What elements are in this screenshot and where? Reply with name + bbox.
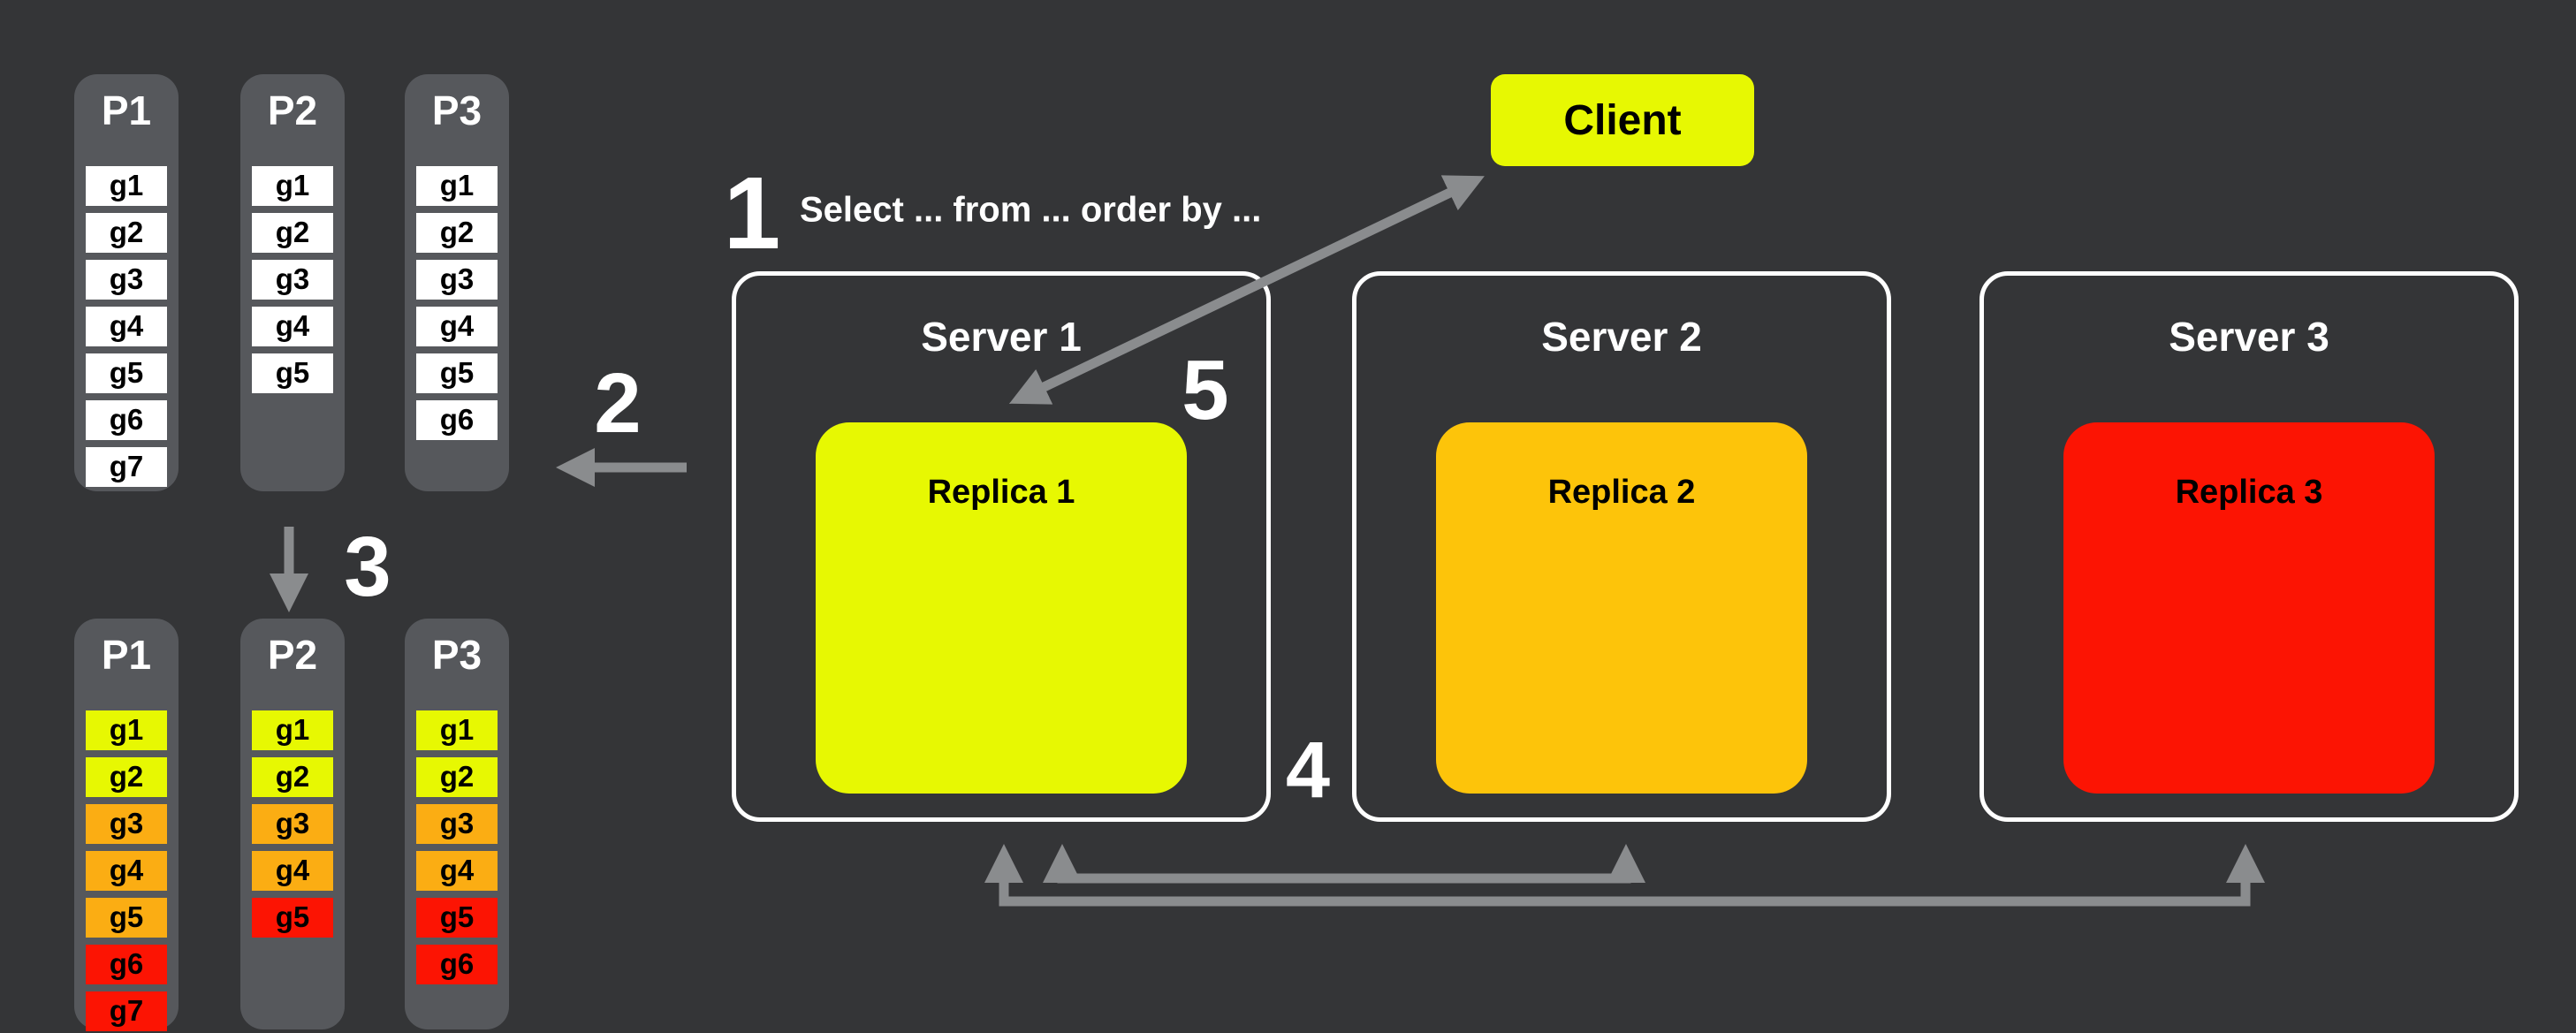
partition-item: g5 [252,353,333,393]
partition-item: g3 [86,259,167,300]
partition-item: g4 [416,306,498,346]
partition-items: g1 g2 g3 g4 g5 g6 [405,165,509,440]
server-box-1: Server 1 Replica 1 [732,271,1271,822]
partition-title: P1 [101,87,152,133]
partition-column-before-p3: P3 g1 g2 g3 g4 g5 g6 [405,74,509,491]
partition-item: g4 [252,306,333,346]
server-box-2: Server 2 Replica 2 [1352,271,1891,822]
partition-item: g2 [252,756,333,797]
replica-label: Replica 2 [1547,474,1696,511]
partition-item: g3 [252,259,333,300]
partition-title: P3 [431,87,483,133]
step-number-3: 3 [344,520,391,614]
partition-item: g2 [416,756,498,797]
partition-item: g6 [416,944,498,984]
partition-item: g5 [86,897,167,938]
partition-items: g1 g2 g3 g4 g5 g6 g7 [74,710,179,1031]
partition-item: g3 [252,803,333,844]
partition-items: g1 g2 g3 g4 g5 g6 [405,710,509,984]
partition-column-after-p2: P2 g1 g2 g3 g4 g5 [240,619,345,1029]
partition-column-after-p3: P3 g1 g2 g3 g4 g5 g6 [405,619,509,1029]
client-label: Client [1563,96,1682,144]
partition-item: g2 [252,212,333,253]
partition-item: g2 [416,212,498,253]
partition-item: g6 [86,944,167,984]
step-number-2: 2 [594,356,642,451]
partition-item: g3 [86,803,167,844]
partition-item: g5 [86,353,167,393]
partition-item: g4 [86,306,167,346]
partition-column-after-p1: P1 g1 g2 g3 g4 g5 g6 g7 [74,619,179,1031]
partition-column-before-p1: P1 g1 g2 g3 g4 g5 g6 g7 [74,74,179,491]
partition-item: g7 [86,991,167,1031]
partition-item: g3 [416,803,498,844]
partition-item: g1 [86,165,167,206]
partition-items: g1 g2 g3 g4 g5 g6 g7 [74,165,179,487]
partition-title: P3 [431,632,483,678]
partition-item: g5 [416,353,498,393]
partition-item: g1 [252,710,333,750]
partition-column-before-p2: P2 g1 g2 g3 g4 g5 [240,74,345,491]
partition-items: g1 g2 g3 g4 g5 [240,710,345,938]
replica-box-2: Replica 2 [1436,422,1807,794]
server1-server3-sync-arrow-icon [984,844,2265,907]
partition-item: g2 [86,212,167,253]
partition-item: g1 [416,710,498,750]
partition-title: P2 [267,632,318,678]
server-title: Server 3 [2169,314,2329,360]
partition-item: g6 [416,399,498,440]
partition-items: g1 g2 g3 g4 g5 [240,165,345,393]
partition-item: g1 [252,165,333,206]
partition-item: g7 [86,446,167,487]
partition-title: P2 [267,87,318,133]
partition-item: g6 [86,399,167,440]
client-box: Client [1491,74,1754,166]
server-title: Server 2 [1541,314,1702,360]
query-text: Select ... from ... order by ... [800,190,1262,230]
partition-item: g1 [416,165,498,206]
step-number-1: 1 [723,156,781,270]
server-title: Server 1 [921,314,1082,360]
partition-item: g2 [86,756,167,797]
partition-item: g4 [86,850,167,891]
partition-title: P1 [101,632,152,678]
partition-item: g4 [252,850,333,891]
partition-item: g5 [416,897,498,938]
partition-item: g4 [416,850,498,891]
replica-label: Replica 1 [927,474,1075,511]
partition-item: g1 [86,710,167,750]
replica-box-1: Replica 1 [816,422,1187,794]
partition-item: g3 [416,259,498,300]
step-number-4: 4 [1285,726,1331,815]
server1-server2-sync-arrow-icon [1043,844,1645,884]
replica-label: Replica 3 [2175,474,2323,511]
partition-item: g5 [252,897,333,938]
server-box-3: Server 3 Replica 3 [1979,271,2519,822]
replica-box-3: Replica 3 [2063,422,2435,794]
